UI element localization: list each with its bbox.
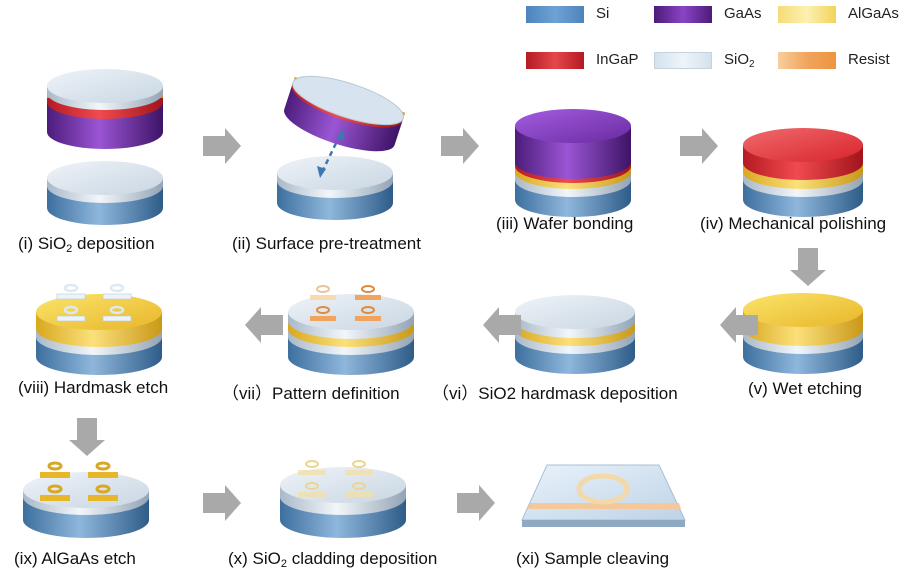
wafer-ix	[23, 461, 149, 538]
arrow-v-vi	[720, 307, 758, 343]
legend-swatch-si	[526, 6, 584, 23]
step-label-xi: (xi) Sample cleaving	[516, 549, 670, 568]
wafer-i-top	[47, 69, 163, 149]
sample-xi	[521, 464, 686, 527]
step-label-ix: (ix) AlGaAs etch	[14, 549, 136, 568]
step-label-iii: (iii) Wafer bonding	[496, 214, 634, 233]
legend-label-algaas: AlGaAs	[848, 5, 899, 22]
legend-swatch-resist	[778, 52, 836, 69]
arrow-ii-iii	[441, 128, 479, 164]
legend-label-sio2: SiO2	[724, 51, 755, 70]
legend-label-si: Si	[596, 5, 610, 22]
step-label-vii: （vii）Pattern definition	[222, 384, 400, 403]
step-label-iv: (iv) Mechanical polishing	[700, 214, 887, 233]
legend-label-ingap: InGaP	[596, 51, 639, 68]
wafer-ii-bottom	[277, 156, 393, 220]
wafer-v	[743, 293, 863, 374]
arrow-vi-vii	[483, 307, 521, 343]
step-label-x: (x) SiO2 cladding deposition	[228, 549, 438, 570]
wafer-vii	[288, 285, 414, 375]
step-label-viii: (viii) Hardmask etch	[18, 378, 169, 397]
arrow-x-xi	[457, 485, 495, 521]
arrow-ix-x	[203, 485, 241, 521]
wafer-i-bottom	[47, 161, 163, 225]
flow-arrows	[69, 128, 826, 521]
arrow-iv-v	[790, 248, 826, 286]
bond-arrow-head-down	[317, 166, 326, 178]
legend-label-resist: Resist	[848, 51, 890, 68]
wafer-iii	[515, 109, 631, 217]
wafer-vi	[515, 295, 635, 374]
arrow-iii-iv	[680, 128, 718, 164]
wafer-viii	[36, 283, 162, 375]
legend-swatch-gaas	[654, 6, 712, 23]
legend-swatch-algaas	[778, 6, 836, 23]
bond-arrow-head-up	[336, 128, 345, 140]
legend-label-gaas: GaAs	[724, 5, 762, 22]
step-label-vi: （vi）SiO2 hardmask deposition	[432, 384, 678, 403]
arrow-viii-ix	[69, 418, 105, 456]
wafer-x	[280, 460, 406, 538]
step-label-ii: (ii) Surface pre-treatment	[232, 234, 421, 253]
wafer-ii-tilted	[284, 75, 406, 152]
wafer-iv	[743, 128, 863, 217]
arrow-i-ii	[203, 128, 241, 164]
step-label-v: (v) Wet etching	[748, 379, 863, 398]
legend-swatch-ingap	[526, 52, 584, 69]
legend-swatch-sio2	[654, 52, 712, 69]
bond-arrow	[320, 134, 342, 173]
step-label-i: (i) SiO2 deposition	[18, 234, 155, 255]
arrow-vii-viii	[245, 307, 283, 343]
